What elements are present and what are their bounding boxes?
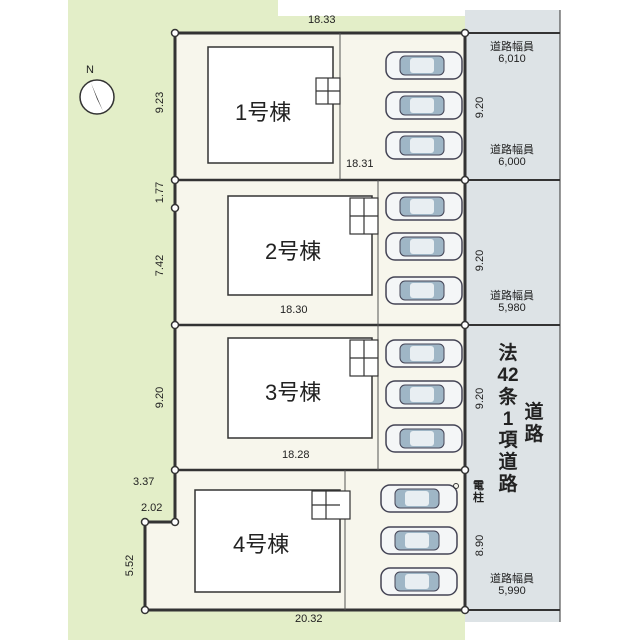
dim-left-gap: 1.77 [154,181,167,204]
road-width-value: 6,010 [498,53,526,66]
dim-bottom: 20.32 [295,613,323,625]
dim-left-lot3: 9.20 [154,386,167,409]
road-width-label: 道路幅員 [490,290,534,302]
building-3-label: 3号棟 [265,380,322,405]
car-icon [385,192,463,221]
car-icon [380,484,458,513]
car-icon [385,276,463,305]
dim-lot2-bottom: 18.30 [280,304,308,316]
dim-lot3-bottom: 18.28 [282,449,310,461]
car-icon [385,380,463,409]
car-icon [385,232,463,261]
dim-top: 18.33 [308,14,336,26]
car-icon [380,567,458,596]
car-icon [385,339,463,368]
car-icon [385,51,463,80]
car-icon [385,131,463,160]
building-2-label: 2号棟 [265,239,322,264]
building-2 [227,195,373,296]
building-3 [227,337,373,439]
utility-pole-icon [453,483,459,489]
dim-right-2: 9.20 [474,249,487,272]
dim-lot1-bottom: 18.31 [346,158,374,170]
dim-right-4: 8.90 [474,534,487,557]
dim-notch-top: 3.37 [133,476,155,488]
car-icon [385,424,463,453]
road-width-label: 道路幅員 [490,144,534,156]
road-width-label: 道路幅員 [490,41,534,53]
road-width-label: 道路幅員 [490,573,534,585]
road [465,10,560,622]
car-icon [385,91,463,120]
dim-notch-left: 5.52 [124,554,137,577]
utility-pole-label: 電柱 [473,480,484,505]
dim-notch-width: 2.02 [141,502,163,514]
dim-right-3: 9.20 [474,387,487,410]
building-4-label: 4号棟 [233,532,290,557]
road-law-label: 法42条1項道路 [497,343,519,496]
dim-left-lot1: 9.23 [154,91,167,114]
road-label: 道路 [524,402,544,445]
road-width-value: 5,990 [498,585,526,598]
compass-north-label: N [86,64,94,76]
north-compass-icon [79,79,115,115]
dim-left-lot2: 7.42 [154,254,167,277]
parking-cars [380,51,463,596]
road-width-value: 5,980 [498,302,526,315]
car-icon [380,526,458,555]
road-width-value: 6,000 [498,156,526,169]
building-1 [207,46,334,164]
dim-right-1: 9.20 [474,96,487,119]
building-1-label: 1号棟 [235,100,292,125]
